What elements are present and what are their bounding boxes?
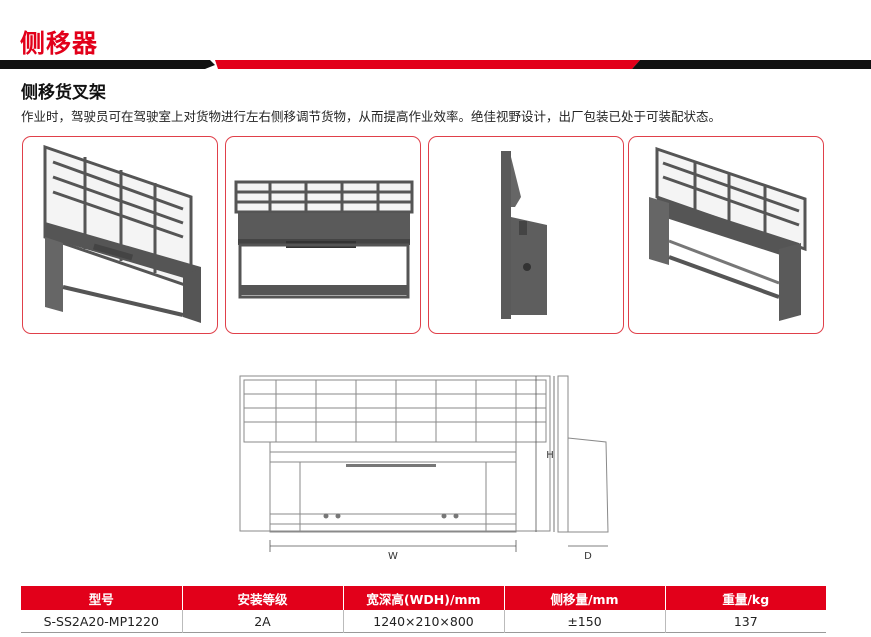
header-weight: 重量/kg bbox=[665, 586, 826, 610]
cell-install-class: 2A bbox=[182, 610, 344, 633]
photo-front bbox=[225, 136, 421, 334]
spec-table: 型号 安装等级 宽深高(WDH)/mm 侧移量/mm 重量/kg S-SS2A2… bbox=[21, 586, 826, 633]
title-divider-bar bbox=[0, 60, 871, 69]
dimension-drawing: W H D bbox=[239, 375, 609, 562]
dimension-label-h: H bbox=[546, 450, 554, 461]
cell-dimensions: 1240×210×800 bbox=[343, 610, 505, 633]
header-model: 型号 bbox=[21, 586, 183, 610]
header-dimensions: 宽深高(WDH)/mm bbox=[343, 586, 505, 610]
section-title: 侧移货叉架 bbox=[21, 83, 106, 103]
dimension-label-w: W bbox=[388, 551, 398, 562]
table-header-row: 型号 安装等级 宽深高(WDH)/mm 侧移量/mm 重量/kg bbox=[21, 586, 826, 610]
product-description: 作业时，驾驶员可在驾驶室上对货物进行左右侧移调节货物，从而提高作业效率。绝佳视野… bbox=[21, 109, 722, 124]
table-row: S-SS2A20-MP1220 2A 1240×210×800 ±150 137 bbox=[21, 610, 826, 633]
photo-side bbox=[428, 136, 624, 334]
header-install-class: 安装等级 bbox=[182, 586, 344, 610]
cell-model: S-SS2A20-MP1220 bbox=[21, 610, 183, 633]
photo-rear-angle bbox=[628, 136, 824, 334]
header-sideshift: 侧移量/mm bbox=[504, 586, 666, 610]
cell-sideshift: ±150 bbox=[504, 610, 666, 633]
cell-weight: 137 bbox=[733, 613, 758, 629]
photo-front-angle bbox=[22, 136, 218, 334]
dimension-label-d: D bbox=[584, 551, 592, 562]
page-title: 侧移器 bbox=[20, 29, 99, 58]
